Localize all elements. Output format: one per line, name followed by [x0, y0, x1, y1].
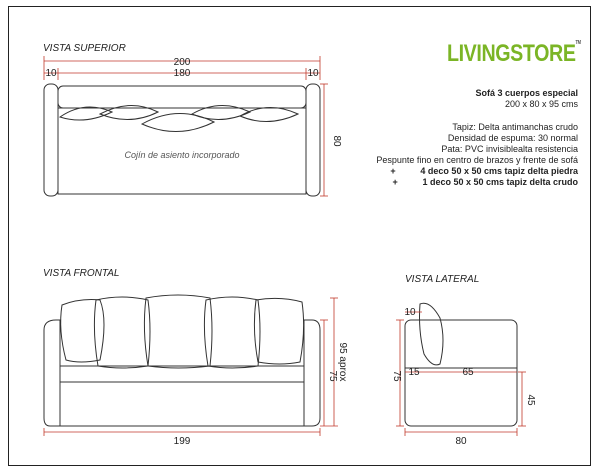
front-arm-left	[43, 319, 61, 427]
seat-cushion-caption: Cojín de asiento incorporado	[124, 150, 239, 160]
top-pillow-4	[190, 105, 252, 120]
front-base	[59, 381, 305, 427]
front-pillow-5	[253, 297, 305, 365]
product-size: 200 x 80 x 95 cms	[504, 99, 578, 109]
product-specs: Sofá 3 cuerpos especial 200 x 80 x 95 cm…	[376, 88, 578, 188]
top-view	[43, 83, 321, 197]
top-arm-right	[305, 83, 321, 197]
top-total-width: 200	[174, 57, 191, 68]
spec-pata: Pata: PVC invisiblealta resistencia	[441, 144, 578, 154]
spec-deco-2: +1 deco 50 x 50 cms tapiz delta crudo	[392, 177, 578, 187]
brand-logo: LIVINGSTORETM	[447, 40, 581, 67]
front-view-label: VISTA FRONTAL	[43, 268, 120, 279]
top-depth: 80	[331, 135, 342, 147]
side-height: 75	[391, 370, 402, 382]
top-arm-left-width: 10	[45, 68, 57, 79]
side-view-label: VISTA LATERAL	[405, 274, 480, 285]
front-pillow-1	[60, 299, 105, 363]
top-back	[57, 85, 307, 109]
product-title: Sofá 3 cuerpos especial	[475, 88, 578, 98]
side-back-thickness: 10	[404, 307, 416, 318]
front-arm-right	[303, 319, 321, 427]
side-pillow	[419, 302, 444, 366]
front-view	[43, 294, 321, 427]
front-width: 199	[174, 436, 191, 447]
side-dimensions	[396, 311, 526, 436]
side-depth: 80	[455, 436, 467, 447]
top-arm-left	[43, 83, 59, 197]
front-pillow-4	[203, 296, 261, 369]
front-seat-height: 75	[327, 370, 338, 382]
spec-densidad: Densidad de espuma: 30 normal	[447, 133, 578, 143]
front-dimensions	[43, 297, 338, 436]
side-body	[404, 319, 518, 427]
front-pillow-3	[143, 294, 213, 369]
side-view	[404, 302, 518, 427]
top-seat-width: 180	[174, 68, 191, 79]
top-seat	[57, 107, 307, 195]
front-total-height: 95 aprox	[337, 343, 348, 382]
spec-tapiz: Tapiz: Delta antimanchas crudo	[452, 122, 578, 132]
top-dimensions	[43, 56, 328, 197]
top-pillow-1	[58, 106, 114, 121]
top-pillow-2	[98, 105, 160, 120]
top-view-label: VISTA SUPERIOR	[43, 43, 126, 54]
top-pillow-5	[238, 107, 300, 122]
side-seat-depth: 65	[462, 367, 474, 378]
drawing-frame	[8, 6, 591, 466]
side-back-offset: 15	[408, 367, 420, 378]
top-arm-right-width: 10	[307, 68, 319, 79]
top-pillow-3	[140, 113, 216, 133]
spec-deco-1: +4 deco 50 x 50 cms tapiz delta piedra	[390, 166, 578, 176]
spec-pespunte: Pespunte fino en centro de brazos y fren…	[376, 155, 578, 165]
side-seat-height: 45	[525, 394, 536, 406]
